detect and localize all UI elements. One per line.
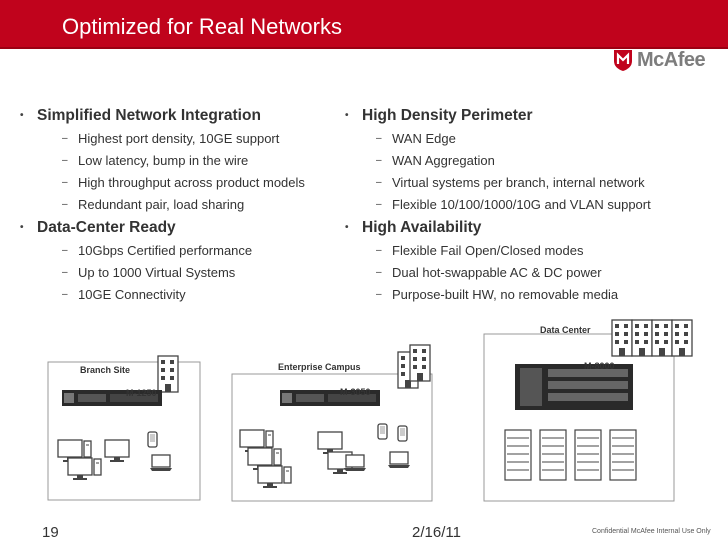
building-icon — [611, 319, 633, 357]
bullet-item: –WAN Aggregation — [376, 153, 495, 168]
bullet-item: –Low latency, bump in the wire — [62, 153, 249, 168]
data-center-label: Data Center — [540, 325, 591, 335]
bullet-item: –Flexible Fail Open/Closed modes — [376, 243, 584, 258]
title-bar — [0, 0, 728, 47]
bullet-item: –High throughput across product models — [62, 175, 305, 190]
branch-model-label: M-1250 — [126, 388, 157, 398]
desktop-tower-icon — [83, 440, 92, 458]
title-bar-underline — [0, 47, 728, 49]
desktop-tower-icon — [93, 458, 102, 476]
phone-icon — [397, 425, 408, 442]
laptop-icon — [387, 451, 411, 469]
confidential-notice: Confidential McAfee Internal Use Only — [592, 528, 711, 535]
right-column: •High Density Perimeter –WAN Edge –WAN A… — [345, 104, 720, 306]
bullet-heading: •Data-Center Ready — [20, 219, 176, 236]
left-column: •Simplified Network Integration –Highest… — [20, 104, 340, 306]
mcafee-logo: McAfee — [612, 48, 706, 72]
desktop-tower-icon — [273, 448, 282, 466]
bullet-item: –Flexible 10/100/1000/10G and VLAN suppo… — [376, 197, 651, 212]
building-icon — [157, 355, 179, 393]
campus-model-label: M-3050 — [340, 387, 371, 397]
enterprise-campus-label: Enterprise Campus — [278, 362, 361, 372]
slide-date: 2/16/11 — [412, 524, 461, 541]
bullet-item: –Dual hot-swappable AC & DC power — [376, 265, 602, 280]
bullet-item: –10Gbps Certified performance — [62, 243, 253, 258]
building-icon — [651, 319, 673, 357]
brand-name: McAfee — [637, 48, 706, 71]
bullet-item: –10GE Connectivity — [62, 287, 186, 302]
bullet-item: –Highest port density, 10GE support — [62, 131, 280, 146]
server-rack-icon — [574, 429, 602, 481]
branch-site-zone — [47, 361, 201, 501]
building-icon — [409, 344, 431, 382]
slide-title: Optimized for Real Networks — [62, 14, 342, 39]
page-number: 19 — [42, 524, 59, 541]
server-rack-icon — [539, 429, 567, 481]
server-rack-icon — [504, 429, 532, 481]
desktop-tower-icon — [265, 430, 274, 448]
phone-icon — [147, 431, 158, 448]
bullet-item: –Redundant pair, load sharing — [62, 197, 245, 212]
bullet-heading: •High Availability — [345, 219, 482, 236]
shield-icon — [614, 50, 632, 71]
building-icon — [671, 319, 693, 357]
branch-site-label: Branch Site — [80, 365, 131, 375]
bullet-item: –Purpose-built HW, no removable media — [376, 287, 619, 302]
bullet-heading: •High Density Perimeter — [345, 107, 533, 124]
laptop-icon — [149, 454, 173, 472]
bullet-heading: •Simplified Network Integration — [20, 107, 261, 124]
bullet-item: –Up to 1000 Virtual Systems — [62, 265, 236, 280]
phone-icon — [377, 423, 388, 440]
bullet-item: –Virtual systems per branch, internal ne… — [376, 175, 645, 190]
building-icon — [631, 319, 653, 357]
desktop-tower-icon — [283, 466, 292, 484]
datacenter-model-label: M-8000 — [584, 361, 615, 371]
laptop-icon — [343, 454, 367, 472]
server-rack-icon — [609, 429, 637, 481]
bullet-item: –WAN Edge — [376, 131, 456, 146]
